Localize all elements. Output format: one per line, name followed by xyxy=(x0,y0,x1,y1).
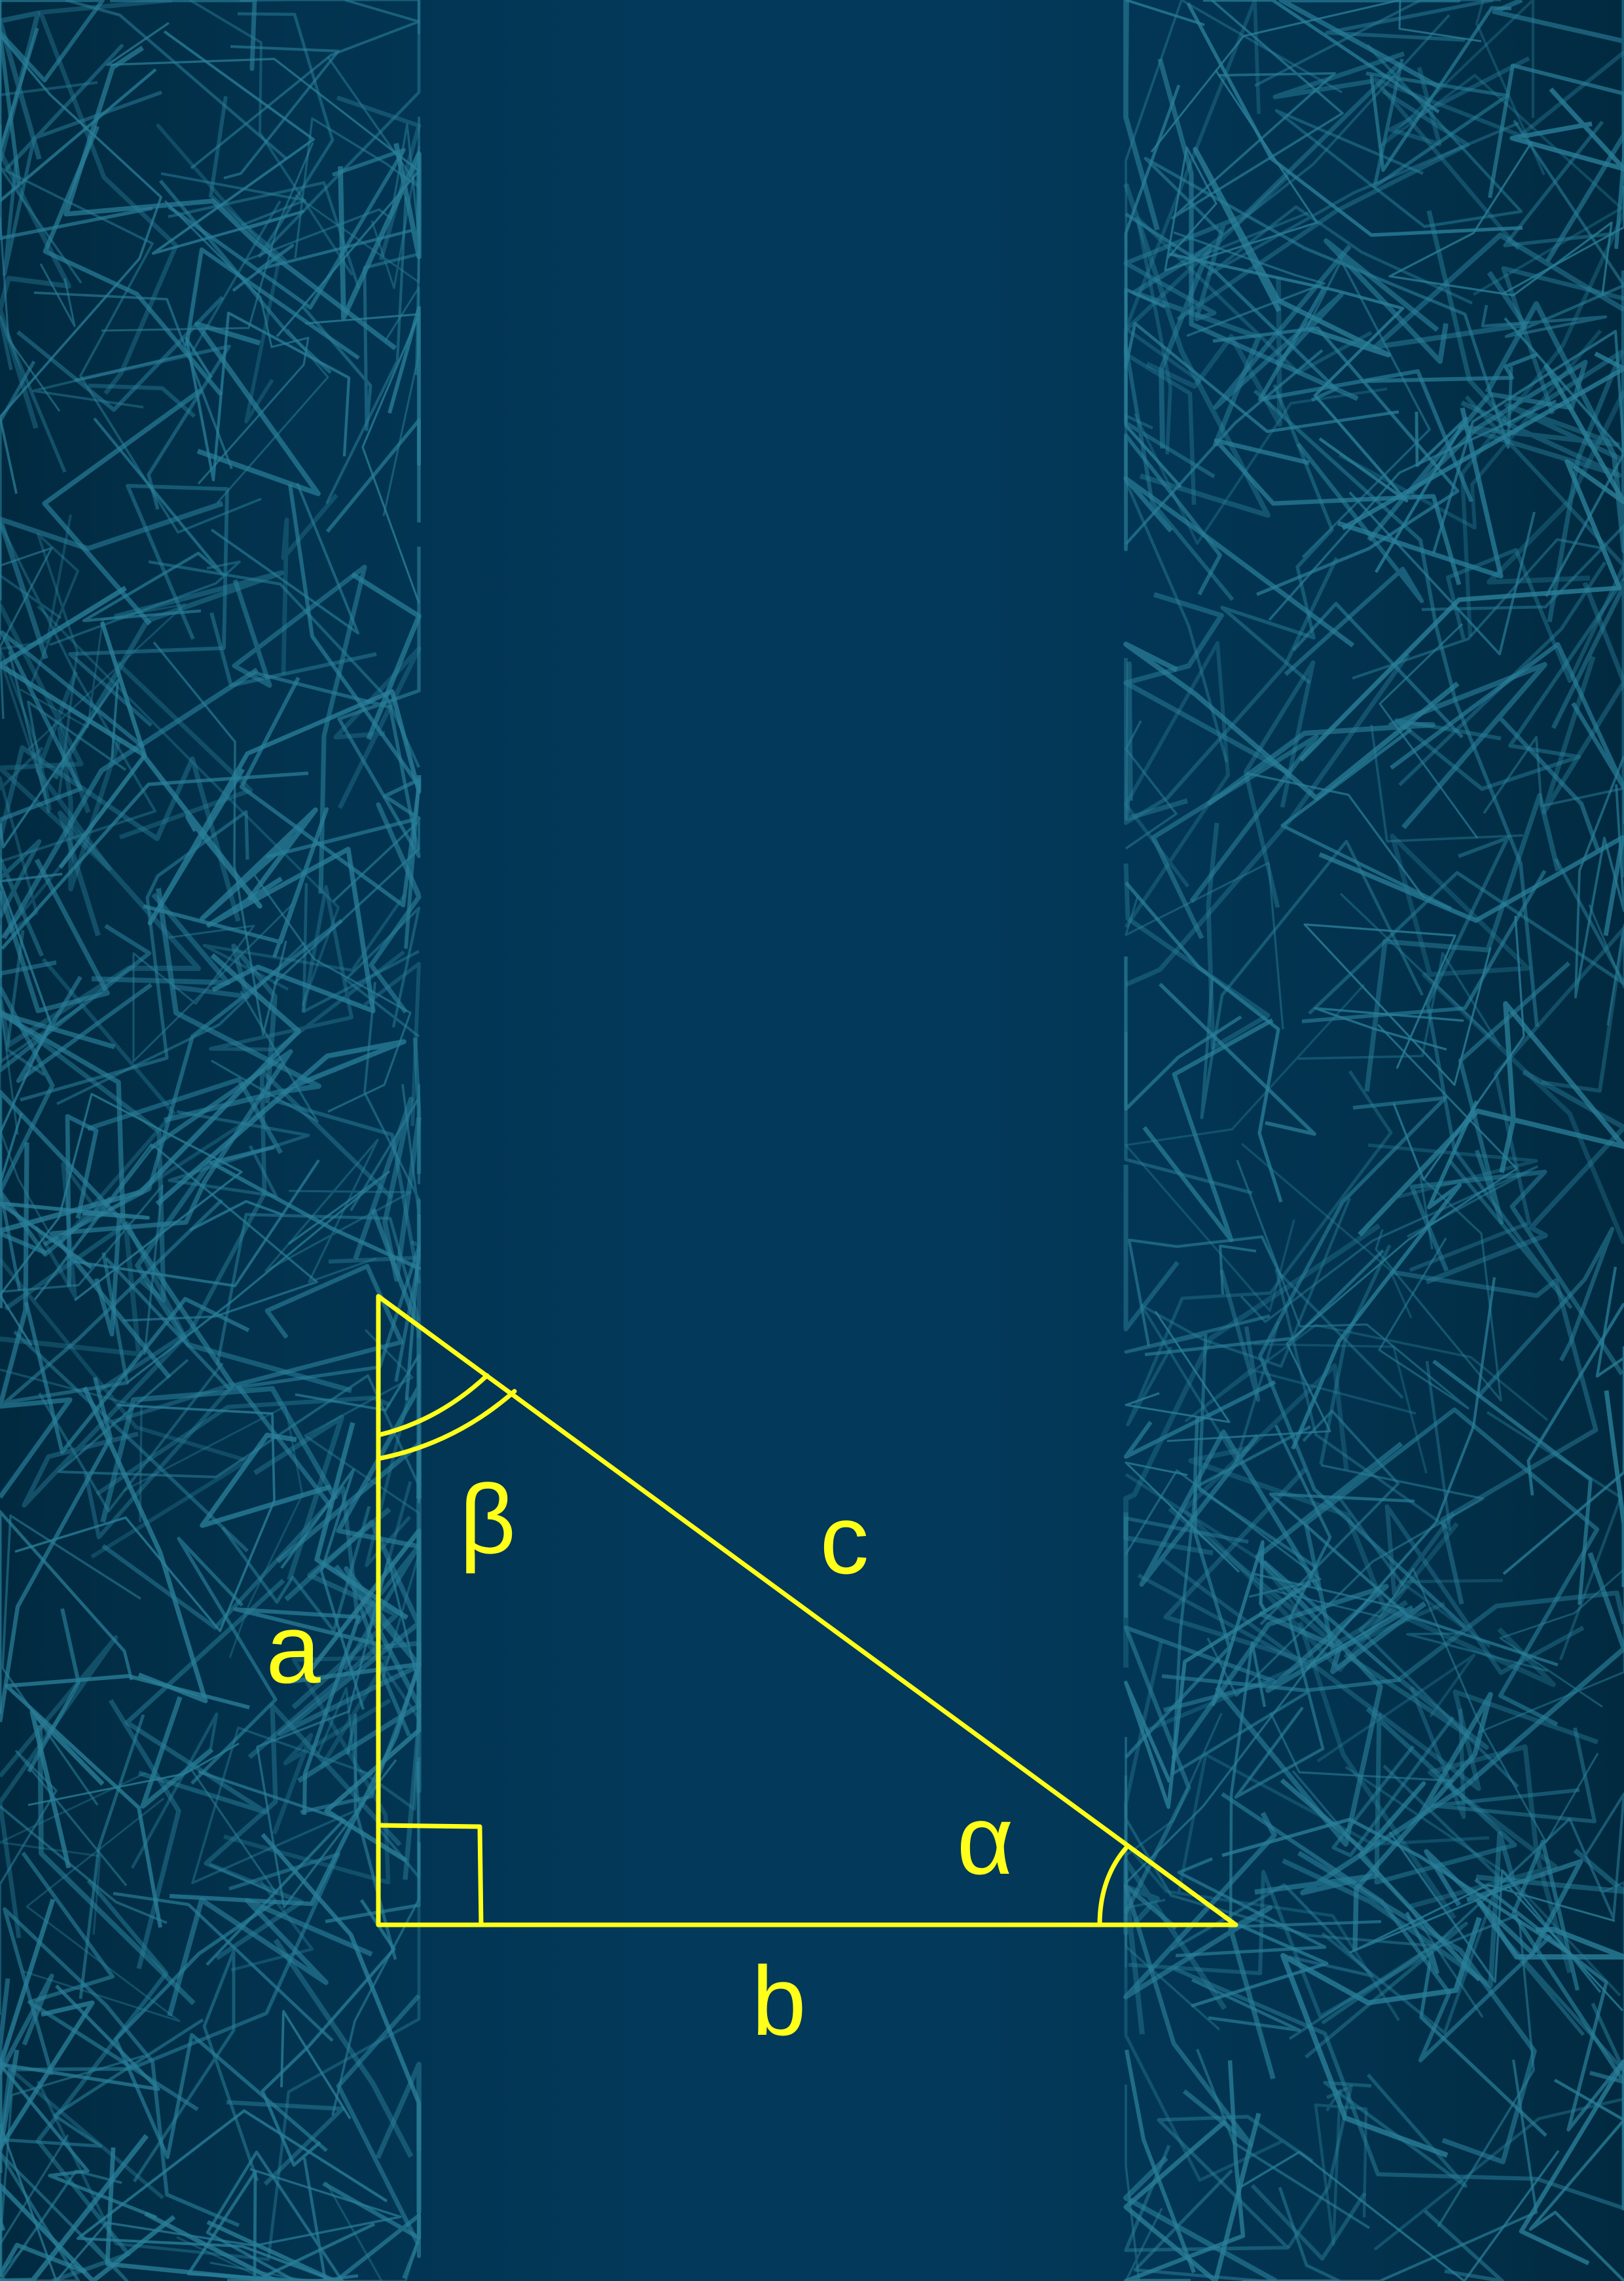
triangle-outline xyxy=(378,1296,1236,1925)
label-side-a: a xyxy=(266,1594,321,1704)
label-angle-alpha: α xyxy=(957,1785,1014,1895)
angle-beta-arc-inner xyxy=(378,1376,487,1435)
angle-beta-arc-outer xyxy=(378,1391,514,1459)
label-side-c: c xyxy=(820,1484,869,1594)
angle-alpha-arc xyxy=(1100,1848,1126,1925)
right-angle-marker xyxy=(378,1825,481,1925)
label-side-b: b xyxy=(751,1946,806,2056)
label-angle-beta: β xyxy=(460,1464,516,1574)
